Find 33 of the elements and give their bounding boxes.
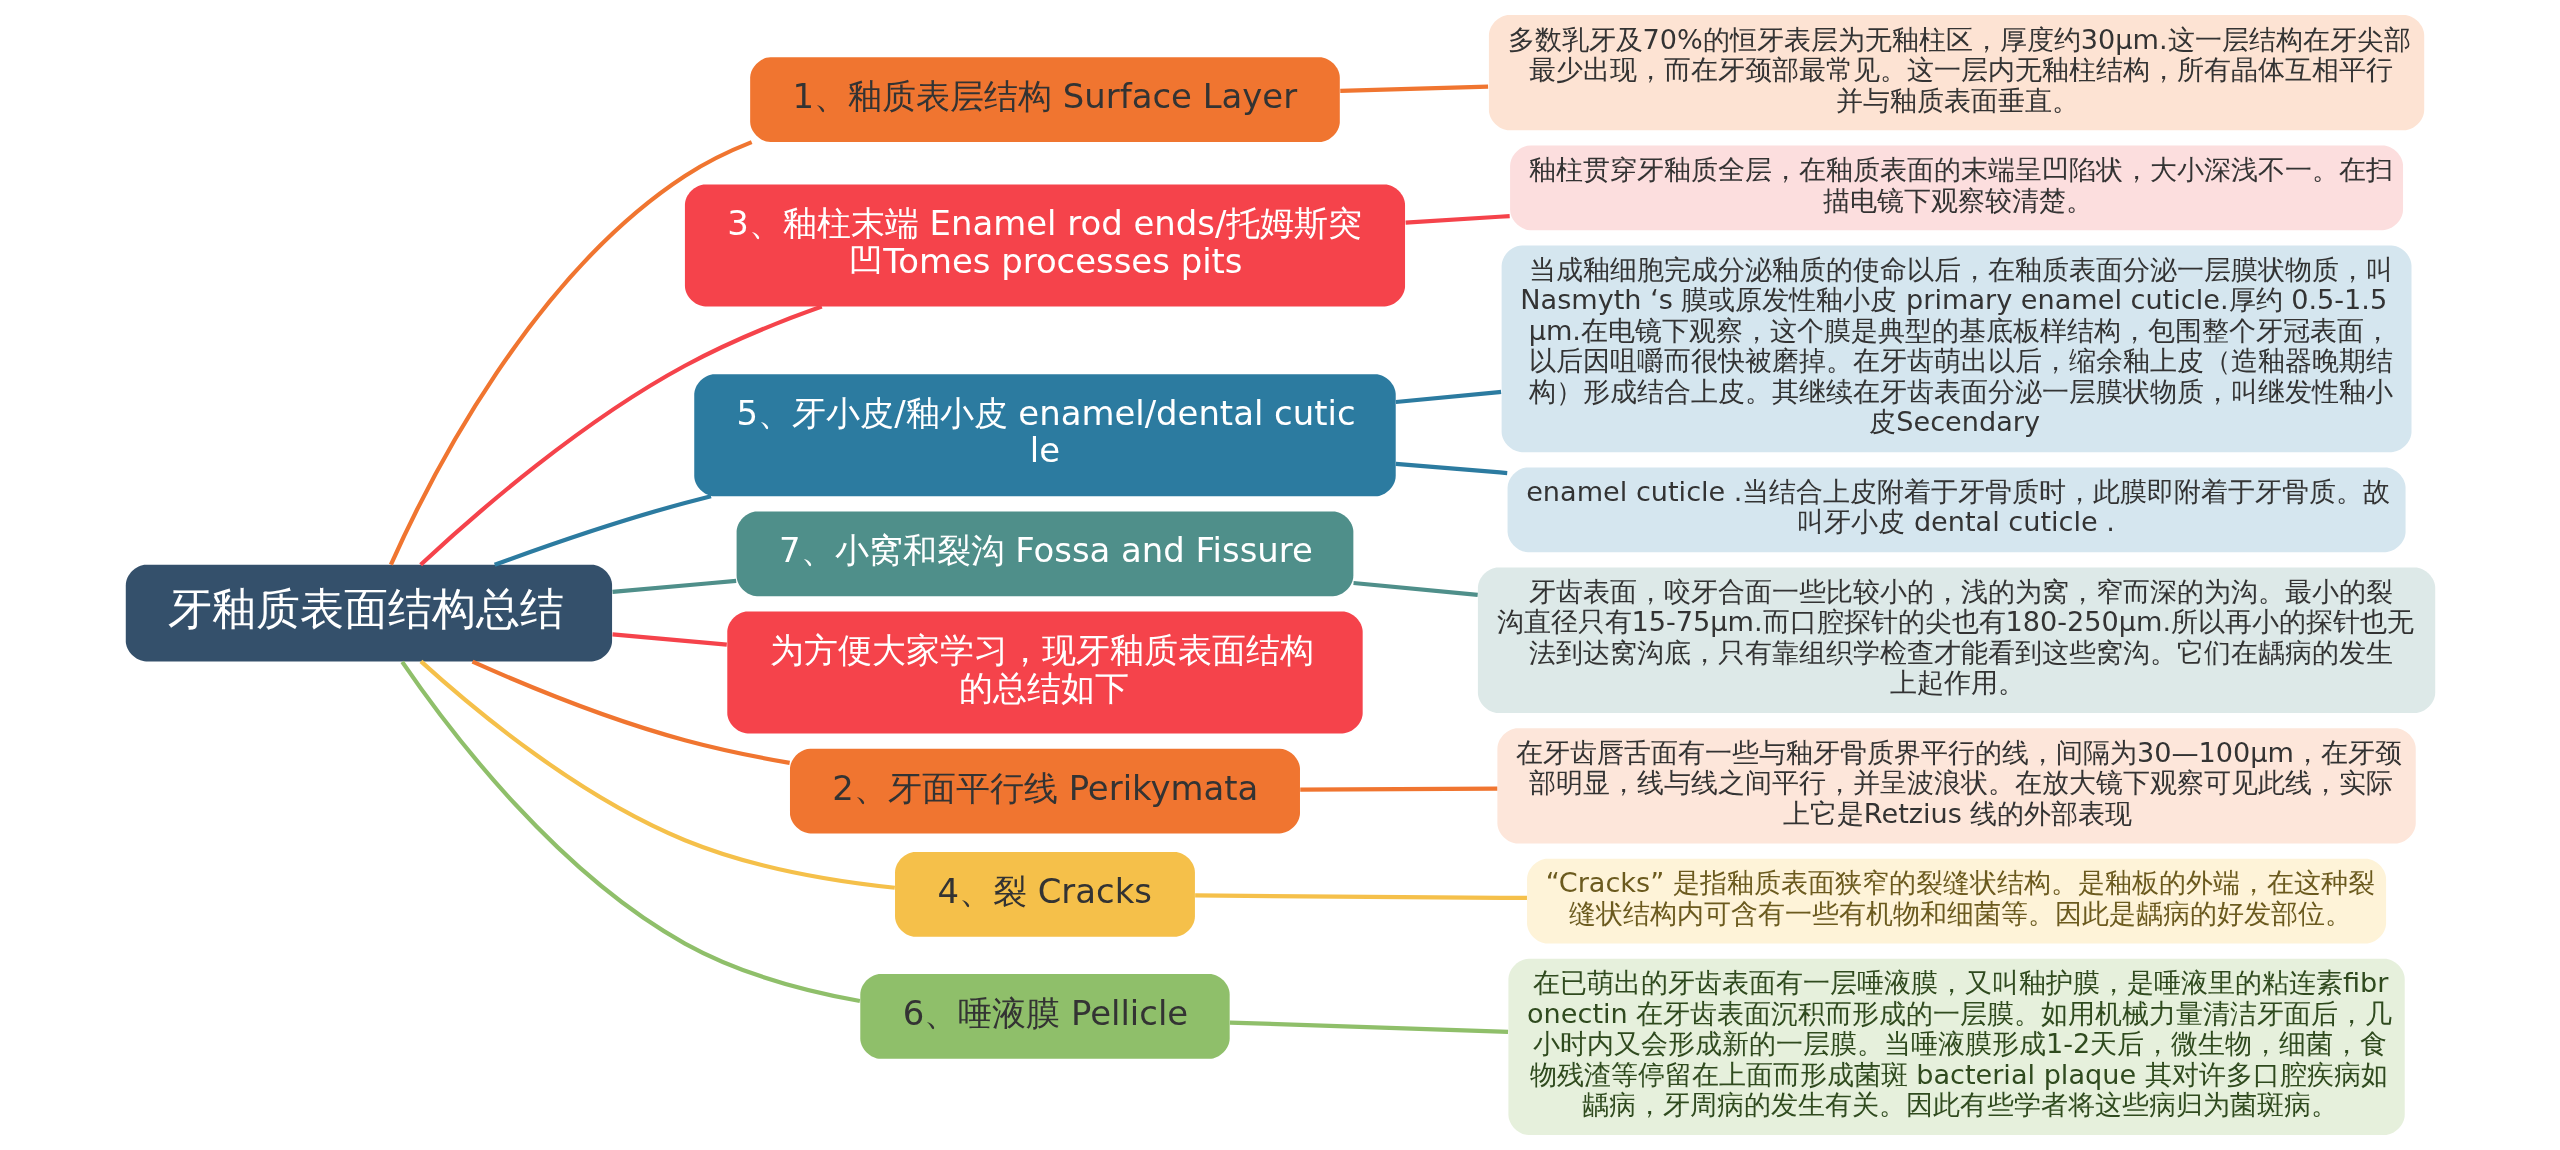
connector bbox=[1352, 580, 1478, 597]
node-box: 在已萌出的牙齿表面有一层唾液膜，又叫釉护膜，是唾液里的粘连素fibronectin 在牙齿表面沉积而形成的一层膜。如用机械力量清洁牙面后，几小时内又会形成新的一层膜。当唾液膜形成1-2天后，微生物，细菌，食物残渣等停留在上面而形成菌斑 bacterial plaque 其对许多口腔疾病如龋病，牙周病的发生有关。因此有些学者将这些病归为菌斑病。 bbox=[1507, 958, 2405, 1135]
connector bbox=[1229, 1020, 1508, 1034]
node-box: 多数乳牙及70%的恒牙表层为无釉柱区，厚度约30μm.这一层结构在牙尖部最少出现，而在牙颈部最常见。这一层内无釉柱结构，所有晶体互相平行并与釉质表面垂直。 bbox=[1488, 15, 2424, 131]
connector bbox=[419, 659, 895, 890]
node-box: 为方便大家学习，现牙釉质表面结构的总结如下 bbox=[726, 611, 1363, 734]
node-box: 牙齿表面，咬牙合面一些比较小的，浅的为窝，窄而深的为沟。最小的裂沟直径只有15-75μm.而口腔探针的尖也有180-250μm.所以再小的探针也无法到达窝沟底，只有靠组织学检查才能看到这些窝沟。它们在龋病的发生上起作用。 bbox=[1477, 567, 2435, 714]
node-box: 2、牙面平行线 Perikymata bbox=[789, 748, 1300, 834]
node-box: 牙釉质表面结构总结 bbox=[125, 564, 612, 662]
connector bbox=[611, 632, 727, 647]
node-box: enamel cuticle .当结合上皮附着于牙骨质时，此膜即附着于牙骨质。故叫牙小皮 dental cuticle . bbox=[1507, 467, 2406, 553]
connector bbox=[418, 304, 822, 567]
node-box: 在牙齿唇舌面有一些与釉牙骨质界平行的线，间隔为30—100μm，在牙颈部明显，线与线之间平行，并呈波浪状。在放大镜下观察可见此线，实际上它是Retzius 线的外部表现 bbox=[1496, 728, 2416, 844]
node-box: 3、釉柱末端 Enamel rod ends/托姆斯突凹Tomes processes pits bbox=[684, 184, 1405, 307]
node-box: 7、小窝和裂沟 Fossa and Fissure bbox=[736, 511, 1353, 597]
node-box: 1、釉质表层结构 Surface Layer bbox=[749, 57, 1340, 143]
connector bbox=[1299, 786, 1497, 792]
connector bbox=[388, 140, 752, 566]
connector bbox=[1395, 389, 1501, 405]
node-box: 5、牙小皮/釉小皮 enamel/dental cuticle bbox=[693, 374, 1396, 497]
connector bbox=[1194, 893, 1527, 901]
connector bbox=[1339, 84, 1488, 94]
connector bbox=[1404, 213, 1510, 225]
node-box: 釉柱贯穿牙釉质全层，在釉质表面的末端呈凹陷状，大小深浅不一。在扫描电镜下观察较清楚。 bbox=[1509, 145, 2403, 231]
node-box: “Cracks” 是指釉质表面狭窄的裂缝状结构。是釉板的外端，在这种裂缝状结构内可含有一些有机物和细菌等。因此是龋病的好发部位。 bbox=[1526, 858, 2386, 944]
connector bbox=[399, 660, 860, 1004]
connector bbox=[471, 659, 790, 765]
node-box: 4、裂 Cracks bbox=[894, 852, 1195, 937]
node-box: 6、唾液膜 Pellicle bbox=[859, 974, 1230, 1059]
connector bbox=[493, 494, 711, 567]
node-box: 当成釉细胞完成分泌釉质的使命以后，在釉质表面分泌一层膜状物质，叫Nasmyth ‘s 膜或原发性釉小皮 primary enamel cuticle.厚约 0.5-1.5μm.在电镜下观察，这个膜是典型的基底板样结构，包围整个牙冠表面，以后因咀嚼而很快被磨掉。在牙齿萌出以后，缩余釉上皮（造釉器晚期结构）形成结合上皮。其继续在牙齿表面分泌一层膜状物质，叫继发性釉小皮Secendary bbox=[1501, 245, 2411, 453]
connector bbox=[1395, 461, 1507, 476]
connector bbox=[611, 578, 736, 594]
